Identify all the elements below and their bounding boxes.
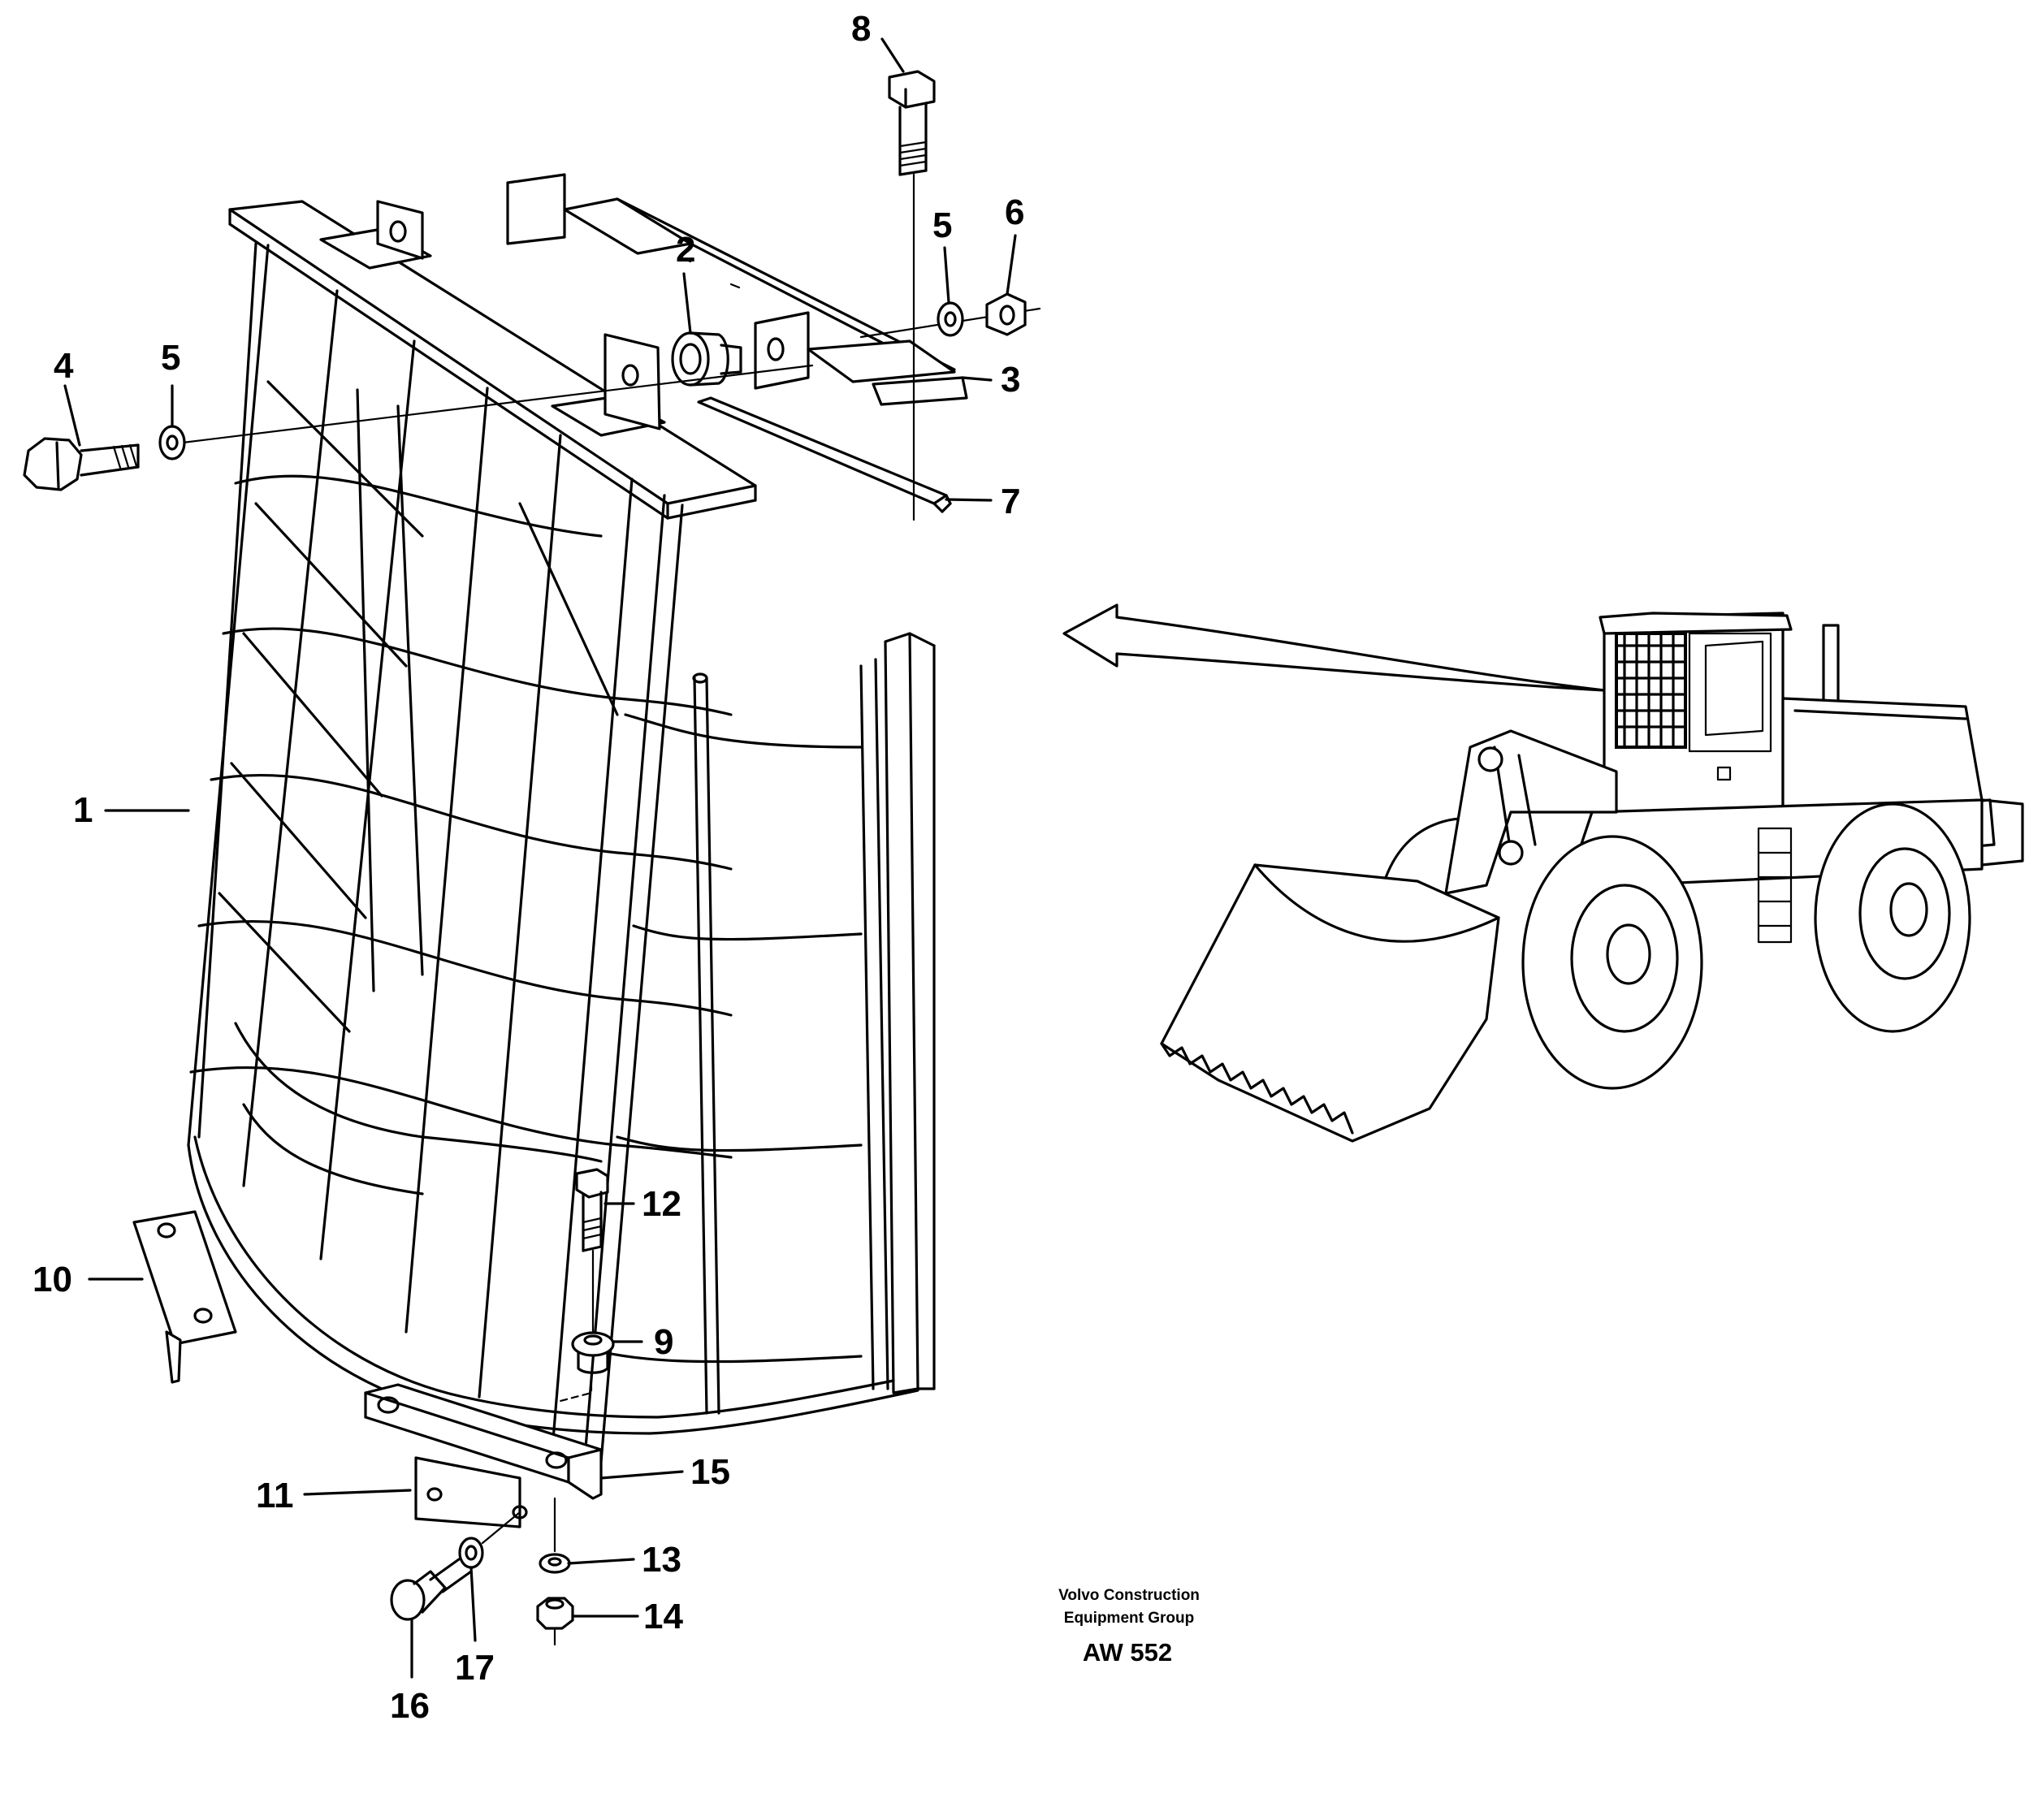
callout-5-right: 5 bbox=[932, 205, 952, 245]
rubber-bushing bbox=[671, 331, 742, 387]
credit-line-1: Volvo Construction bbox=[1058, 1587, 1200, 1604]
washer-lower bbox=[539, 1553, 571, 1574]
callout-3: 3 bbox=[1001, 360, 1020, 400]
callout-6: 6 bbox=[1005, 192, 1024, 232]
location-arrow bbox=[1062, 603, 1606, 692]
bolt-bottom bbox=[390, 1558, 473, 1621]
rear-wheel bbox=[1814, 802, 1971, 1033]
upper-bracket bbox=[506, 173, 968, 406]
callout-17: 17 bbox=[455, 1648, 495, 1688]
callout-15: 15 bbox=[690, 1452, 730, 1492]
front-wheel bbox=[1521, 835, 1703, 1090]
wheel-loader-illustration bbox=[1160, 612, 2024, 1143]
credit-block: Volvo Construction Equipment Group AW 55… bbox=[1058, 1587, 1200, 1667]
callout-16: 16 bbox=[390, 1686, 430, 1726]
washer-left bbox=[158, 425, 186, 460]
bucket bbox=[1160, 863, 1500, 1143]
callout-10: 10 bbox=[32, 1260, 72, 1299]
leader-lines bbox=[63, 37, 1017, 1679]
callout-12: 12 bbox=[642, 1184, 681, 1224]
nut-lower bbox=[536, 1597, 574, 1646]
callout-11: 11 bbox=[256, 1476, 294, 1515]
callout-4: 4 bbox=[54, 346, 74, 386]
lower-bracket-left bbox=[132, 1210, 237, 1384]
bolt-top bbox=[888, 70, 936, 521]
lower-bracket-center bbox=[364, 1383, 603, 1528]
callout-labels: 1 2 3 4 5 5 6 7 8 9 10 11 12 13 14 15 16… bbox=[32, 9, 1024, 1726]
washer-upper bbox=[937, 301, 964, 337]
protective-grid bbox=[187, 200, 936, 1463]
grid-rear-channel bbox=[884, 632, 919, 1394]
callout-5-left: 5 bbox=[161, 338, 180, 378]
figure-code: AW 552 bbox=[1083, 1638, 1172, 1667]
nut-upper bbox=[985, 292, 1027, 336]
cab-grid-highlight bbox=[1615, 632, 1687, 749]
rubber-bushing-lower bbox=[559, 1331, 615, 1403]
washer-bottom bbox=[458, 1537, 484, 1569]
callout-14: 14 bbox=[643, 1597, 683, 1636]
callout-9: 9 bbox=[654, 1322, 673, 1362]
callout-8: 8 bbox=[851, 9, 871, 49]
bolt-lower bbox=[575, 1168, 609, 1338]
grid-top-bracket-left bbox=[319, 200, 432, 270]
callout-7: 7 bbox=[1001, 482, 1020, 521]
credit-line-2: Equipment Group bbox=[1064, 1610, 1194, 1627]
callout-2: 2 bbox=[676, 230, 695, 270]
callout-13: 13 bbox=[642, 1540, 681, 1580]
callout-1: 1 bbox=[73, 790, 93, 830]
mounting-strip bbox=[697, 396, 952, 513]
bolt-left bbox=[23, 437, 140, 491]
grid-top-bracket-right bbox=[551, 333, 666, 437]
